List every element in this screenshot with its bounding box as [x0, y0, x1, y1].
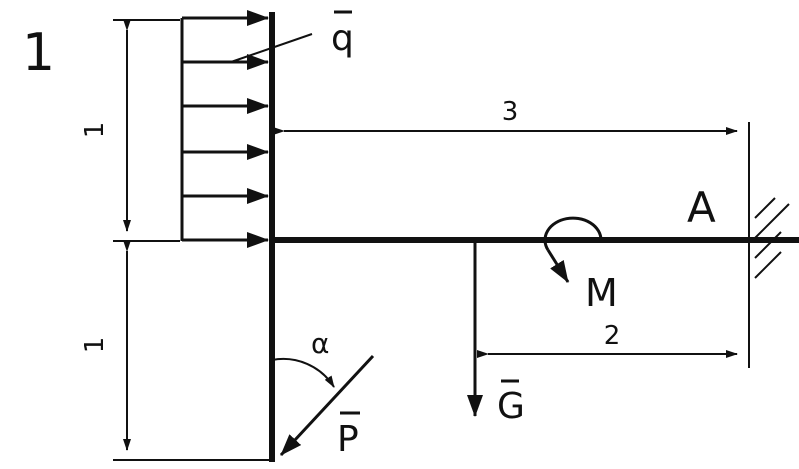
dim-top-height: 1 [80, 122, 110, 139]
fixed-wall-hatching-icon [748, 195, 790, 285]
dim-span-2: 2 [604, 321, 621, 351]
label-G: G [497, 386, 525, 427]
dimension-3 [273, 122, 750, 368]
frame [269, 12, 799, 462]
curved-arrow-moment-icon [543, 216, 603, 283]
label-alpha: α [311, 327, 329, 360]
dim-bottom-height: 1 [80, 337, 110, 354]
label-P: P [337, 419, 359, 460]
label-M: M [585, 271, 618, 315]
force-P [271, 354, 375, 457]
left-dimension [113, 19, 270, 461]
label-q: q [331, 18, 354, 59]
dim-span-3: 3 [502, 97, 519, 127]
problem-number: 1 [22, 23, 55, 83]
distributed-load-q [180, 10, 313, 248]
label-A: A [687, 183, 716, 232]
